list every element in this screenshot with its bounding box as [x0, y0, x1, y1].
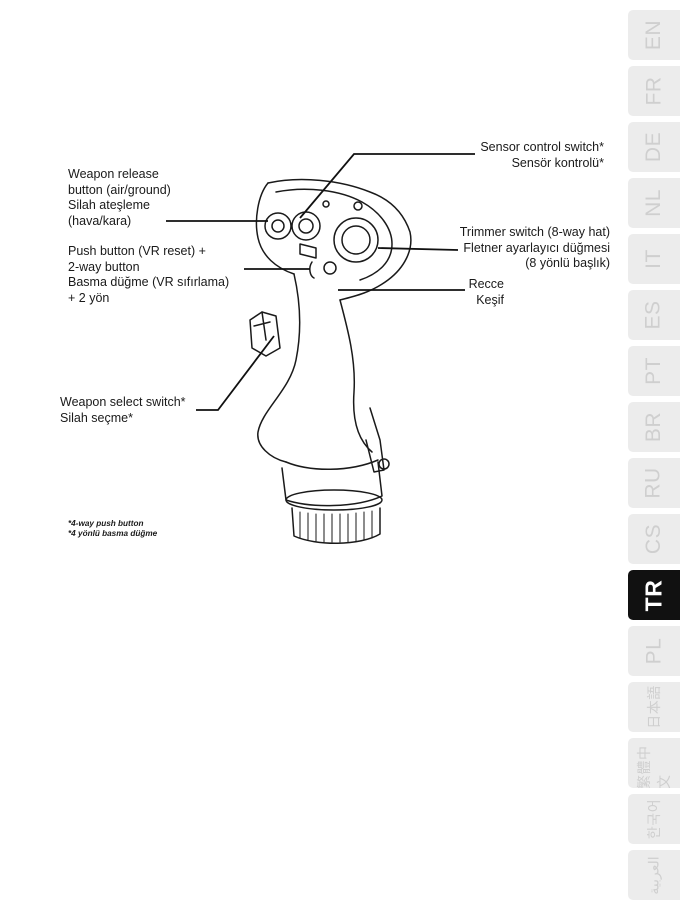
push-button-line-2: 2-way button — [68, 259, 140, 274]
tab-ko[interactable]: 한국어 — [628, 794, 680, 844]
tab-it[interactable]: IT — [628, 234, 680, 284]
weapon-select-line-2: Silah seçme* — [60, 410, 133, 425]
tab-fr[interactable]: FR — [628, 66, 680, 116]
tab-ja[interactable]: 日本語 — [628, 682, 680, 732]
sensor-control-line-1: Sensor control switch* — [480, 140, 604, 154]
tab-en[interactable]: EN — [628, 10, 680, 60]
weapon-select-label: Weapon select switch* Silah seçme* — [60, 395, 186, 426]
weapon-release-line-2: button (air/ground) — [68, 182, 171, 197]
push-button-line-1: Push button (VR reset) + — [68, 244, 206, 258]
tab-tr[interactable]: TR — [628, 570, 680, 620]
tab-br[interactable]: BR — [628, 402, 680, 452]
weapon-release-line-1: Weapon release — [68, 167, 159, 181]
tab-es[interactable]: ES — [628, 290, 680, 340]
trimmer-line-3: (8 yönlü başlık) — [525, 256, 610, 270]
push-button-label: Push button (VR reset) + 2-way button Ba… — [68, 244, 229, 306]
weapon-release-line-4: (hava/kara) — [68, 213, 132, 228]
tab-nl[interactable]: NL — [628, 178, 680, 228]
push-button-line-4: + 2 yön — [68, 290, 110, 305]
tab-ru[interactable]: RU — [628, 458, 680, 508]
recce-line-1: Recce — [468, 277, 504, 291]
weapon-release-label: Weapon release button (air/ground) Silah… — [68, 167, 171, 229]
trimmer-line-2: Fletner ayarlayıcı düğmesi — [463, 240, 610, 255]
trimmer-line-1: Trimmer switch (8-way hat) — [459, 225, 610, 239]
tab-zh[interactable]: 繁體中文 — [628, 738, 680, 788]
footnote-line-2: *4 yönlü basma düğme — [68, 529, 158, 538]
trimmer-label: Trimmer switch (8-way hat) Fletner ayarl… — [460, 225, 610, 272]
tab-pt[interactable]: PT — [628, 346, 680, 396]
push-button-line-3: Basma düğme (VR sıfırlama) — [68, 275, 230, 289]
tab-cs[interactable]: CS — [628, 514, 680, 564]
footnote-line-1: *4-way push button — [68, 519, 144, 528]
sensor-control-label: Sensor control switch* Sensör kontrolü* — [480, 140, 604, 171]
footnote: *4-way push button *4 yönlü basma düğme — [68, 519, 157, 539]
tab-de[interactable]: DE — [628, 122, 680, 172]
recce-label: Recce Keşif — [469, 277, 504, 308]
recce-line-2: Keşif — [476, 292, 504, 307]
weapon-select-line-1: Weapon select switch* — [60, 395, 186, 409]
weapon-release-line-3: Silah ateşleme — [68, 198, 150, 212]
tab-pl[interactable]: PL — [628, 626, 680, 676]
tab-ar[interactable]: العربية — [628, 850, 680, 900]
sensor-control-line-2: Sensör kontrolü* — [511, 155, 604, 170]
